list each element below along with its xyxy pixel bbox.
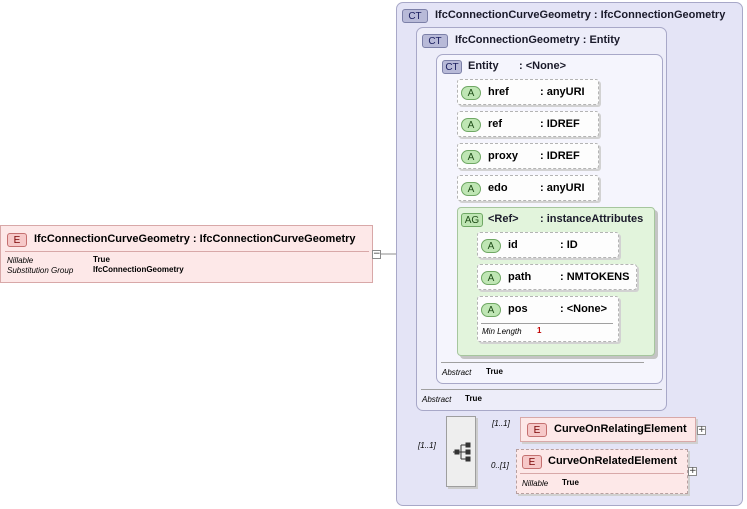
attribute-proxy[interactable]: A proxy : IDREF <box>457 143 599 169</box>
attribute-badge: A <box>461 118 481 132</box>
complex-type-inner-name: Entity <box>468 60 499 72</box>
prop-value-nillable: True <box>93 255 110 264</box>
element-name: CurveOnRelatedElement <box>548 455 677 467</box>
attribute-type: : anyURI <box>540 86 585 98</box>
sequence-icon <box>453 442 471 462</box>
expand-toggle-icon[interactable]: + <box>688 466 697 476</box>
attribute-badge: A <box>481 239 501 253</box>
element-badge: E <box>7 233 27 247</box>
attribute-type: : <None> <box>560 303 608 315</box>
sequence-cardinality: [1..1] <box>418 441 436 450</box>
prop-label-substitution-group: Substitution Group <box>7 266 74 275</box>
attribute-type: : ID <box>560 239 578 251</box>
attribute-path[interactable]: A path : NMTOKENS <box>477 264 637 290</box>
root-element-box[interactable]: E IfcConnectionCurveGeometry : IfcConnec… <box>0 225 373 283</box>
attribute-name: href <box>488 86 509 98</box>
complex-type-mid-title: IfcConnectionGeometry : Entity <box>455 34 621 46</box>
attribute-name: proxy <box>488 150 518 162</box>
attribute-name: path <box>508 271 532 283</box>
divider <box>481 323 613 324</box>
prop-value-substitution-group: IfcConnectionGeometry <box>93 265 184 274</box>
element-curve-on-related[interactable]: E CurveOnRelatedElement Nillable True <box>516 449 688 494</box>
attribute-badge: A <box>461 150 481 164</box>
element-name: CurveOnRelatingElement <box>554 423 687 435</box>
attribute-edo[interactable]: A edo : anyURI <box>457 175 599 201</box>
divider <box>421 389 662 390</box>
divider <box>520 473 684 474</box>
prop-value-abstract: True <box>465 394 482 403</box>
complex-type-badge: CT <box>442 60 462 74</box>
complex-type-inner-type: : <None> <box>519 60 567 72</box>
attribute-type: : IDREF <box>540 150 580 162</box>
attribute-ref[interactable]: A ref : IDREF <box>457 111 599 137</box>
complex-type-badge: CT <box>422 34 448 48</box>
attribute-type: : IDREF <box>540 118 580 130</box>
attribute-badge: A <box>461 182 481 196</box>
prop-value-nillable: True <box>562 478 579 487</box>
attribute-type: : anyURI <box>540 182 585 194</box>
complex-type-outer-title: IfcConnectionCurveGeometry : IfcConnecti… <box>435 9 726 21</box>
sequence-compositor[interactable] <box>446 416 476 487</box>
prop-value-abstract: True <box>486 367 503 376</box>
element-badge: E <box>522 455 542 469</box>
prop-label-abstract: Abstract <box>422 395 452 404</box>
attribute-id[interactable]: A id : ID <box>477 232 619 258</box>
expand-toggle-icon[interactable]: + <box>697 425 706 435</box>
attribute-name: id <box>508 239 518 251</box>
attribute-badge: A <box>481 303 501 317</box>
prop-label-nillable: Nillable <box>7 256 34 265</box>
attribute-pos[interactable]: A pos : <None> Min Length 1 <box>477 296 619 342</box>
attribute-badge: A <box>461 86 481 100</box>
attribute-badge: A <box>481 271 501 285</box>
attribute-group-type: : instanceAttributes <box>540 213 644 225</box>
attribute-name: ref <box>488 118 503 130</box>
attribute-group-badge: AG <box>461 213 483 227</box>
element-badge: E <box>527 423 547 437</box>
attribute-name: pos <box>508 303 528 315</box>
attribute-type: : NMTOKENS <box>560 271 630 283</box>
prop-label-nillable: Nillable <box>522 479 549 488</box>
element-cardinality: 0..[1] <box>491 461 509 470</box>
attribute-name: edo <box>488 182 508 194</box>
prop-label-abstract: Abstract <box>442 368 472 377</box>
root-element-title: IfcConnectionCurveGeometry : IfcConnecti… <box>34 233 356 245</box>
attribute-group-name: <Ref> <box>488 213 519 225</box>
attribute-href[interactable]: A href : anyURI <box>457 79 599 105</box>
divider <box>441 362 644 363</box>
complex-type-badge: CT <box>402 9 428 23</box>
prop-value-min-length: 1 <box>537 326 542 335</box>
collapse-toggle-icon[interactable]: − <box>372 249 381 259</box>
element-cardinality: [1..1] <box>492 419 510 428</box>
element-curve-on-relating[interactable]: E CurveOnRelatingElement <box>520 417 696 442</box>
divider <box>5 251 369 252</box>
prop-label-min-length: Min Length <box>482 327 522 336</box>
